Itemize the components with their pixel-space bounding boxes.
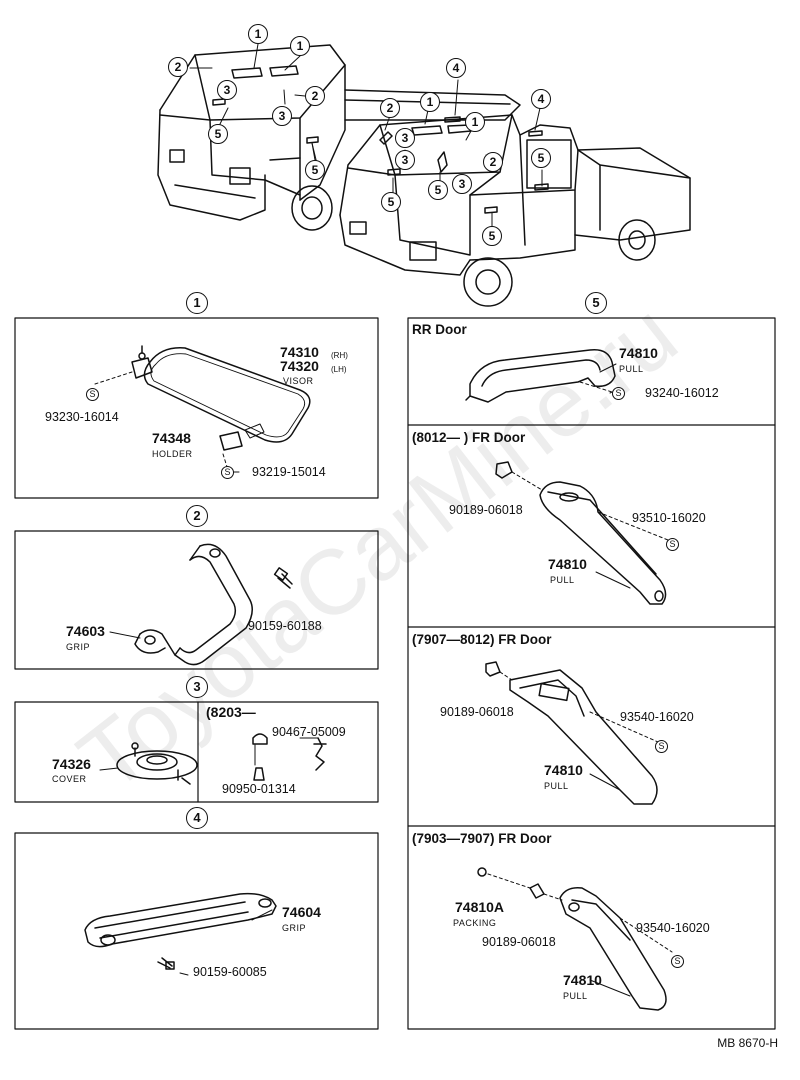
- callout-2: 2: [380, 98, 400, 118]
- visor-drawing: [94, 345, 311, 471]
- part-number-visor-lh: 74320: [280, 358, 319, 374]
- part-number-grip-bolt: 90159-60188: [248, 619, 322, 633]
- callout-1: 1: [248, 24, 268, 44]
- callout-5: 5: [381, 192, 401, 212]
- part-number-visor-rh: 74310: [280, 344, 319, 360]
- part-number-visor-screw: 93230-16014: [45, 410, 119, 424]
- part-number-fr3-clip: 90189-06018: [482, 935, 556, 949]
- truck-illustration-1: [157, 44, 521, 231]
- callout-3: 3: [217, 80, 237, 100]
- fr-door-title-7907: (7907—8012) FR Door: [412, 632, 552, 647]
- part-number-clip: 90950-01314: [222, 782, 296, 796]
- visor-caption: VISOR: [283, 376, 314, 386]
- part-number-cover: 74326: [52, 756, 91, 772]
- s-symbol: S: [221, 466, 234, 479]
- fr1-pull-caption: PULL: [550, 575, 575, 585]
- fr1-pull-drawing: [495, 461, 669, 605]
- s-symbol: S: [655, 740, 668, 753]
- callout-4: 4: [446, 58, 466, 78]
- section-number-4: 4: [186, 807, 208, 829]
- section-number-3: 3: [186, 676, 208, 698]
- callout-leaders: [189, 43, 543, 229]
- cover-caption: COVER: [52, 774, 87, 784]
- part-number-grip-bolt: 90159-60085: [193, 965, 267, 979]
- callout-4: 4: [531, 89, 551, 109]
- s-symbol: S: [666, 538, 679, 551]
- callout-5: 5: [208, 124, 228, 144]
- part-number-rr-screw: 93240-16012: [645, 386, 719, 400]
- part-number-nut: 90467-05009: [272, 725, 346, 739]
- grip-caption: GRIP: [282, 923, 307, 933]
- part-number-fr2-pull: 74810: [544, 762, 583, 778]
- packing-caption: PACKING: [453, 918, 497, 928]
- fr2-pull-drawing: [485, 661, 659, 805]
- part-number-fr1-clip: 90189-06018: [449, 503, 523, 517]
- part-number-holder: 74348: [152, 430, 191, 446]
- part-number-fr1-pull: 74810: [548, 556, 587, 572]
- part-number-grip-74604: 74604: [282, 904, 321, 920]
- callout-2: 2: [483, 152, 503, 172]
- callout-1: 1: [465, 112, 485, 132]
- part-number-fr1-screw: 93510-16020: [632, 511, 706, 525]
- part-number-fr3-pull: 74810: [563, 972, 602, 988]
- truck-illustration-2: [339, 114, 691, 307]
- callout-1: 1: [420, 92, 440, 112]
- grip-caption: GRIP: [66, 642, 91, 652]
- holder-caption: HOLDER: [152, 449, 193, 459]
- grip-74604-drawing: [84, 892, 277, 970]
- s-symbol: S: [86, 388, 99, 401]
- callout-5: 5: [531, 148, 551, 168]
- cover-74326-drawing: [116, 733, 327, 785]
- callout-3: 3: [452, 174, 472, 194]
- part-number-fr2-clip: 90189-06018: [440, 705, 514, 719]
- callout-3: 3: [395, 150, 415, 170]
- callout-2: 2: [305, 86, 325, 106]
- part-number-holder-screw: 93219-15014: [252, 465, 326, 479]
- label-connectors: [99, 363, 631, 997]
- callout-2: 2: [168, 57, 188, 77]
- part-number-grip-74603: 74603: [66, 623, 105, 639]
- part-number-packing: 74810A: [455, 899, 505, 915]
- rr-door-title: RR Door: [412, 322, 467, 337]
- callout-5: 5: [428, 180, 448, 200]
- part-number-fr3-screw: 93540-16020: [636, 921, 710, 935]
- fr-door-title-7903: (7903—7907) FR Door: [412, 831, 552, 846]
- callout-3: 3: [272, 106, 292, 126]
- callout-5: 5: [482, 226, 502, 246]
- fr3-pull-caption: PULL: [563, 991, 588, 1001]
- rr-pull-drawing: [465, 349, 616, 403]
- part-number-fr2-screw: 93540-16020: [620, 710, 694, 724]
- fr-door-title-8012: (8012— ) FR Door: [412, 430, 526, 445]
- section-frames: [14, 317, 776, 1030]
- s-symbol: S: [671, 955, 684, 968]
- section-number-1: 1: [186, 292, 208, 314]
- part-number-rr-pull: 74810: [619, 345, 658, 361]
- callout-5: 5: [305, 160, 325, 180]
- section-number-5: 5: [585, 292, 607, 314]
- fr3-pull-drawing: [477, 867, 673, 1011]
- date-range-label: (8203—: [206, 704, 256, 720]
- visor-lh-side: (LH): [331, 365, 347, 374]
- callout-1: 1: [290, 36, 310, 56]
- fr2-pull-caption: PULL: [544, 781, 569, 791]
- section-number-2: 2: [186, 505, 208, 527]
- visor-rh-side: (RH): [331, 351, 348, 360]
- callout-3: 3: [395, 128, 415, 148]
- s-symbol: S: [612, 387, 625, 400]
- drawing-code: MB 8670-H: [717, 1036, 778, 1050]
- rr-pull-caption: PULL: [619, 364, 644, 374]
- grip-74603-drawing: [134, 543, 293, 666]
